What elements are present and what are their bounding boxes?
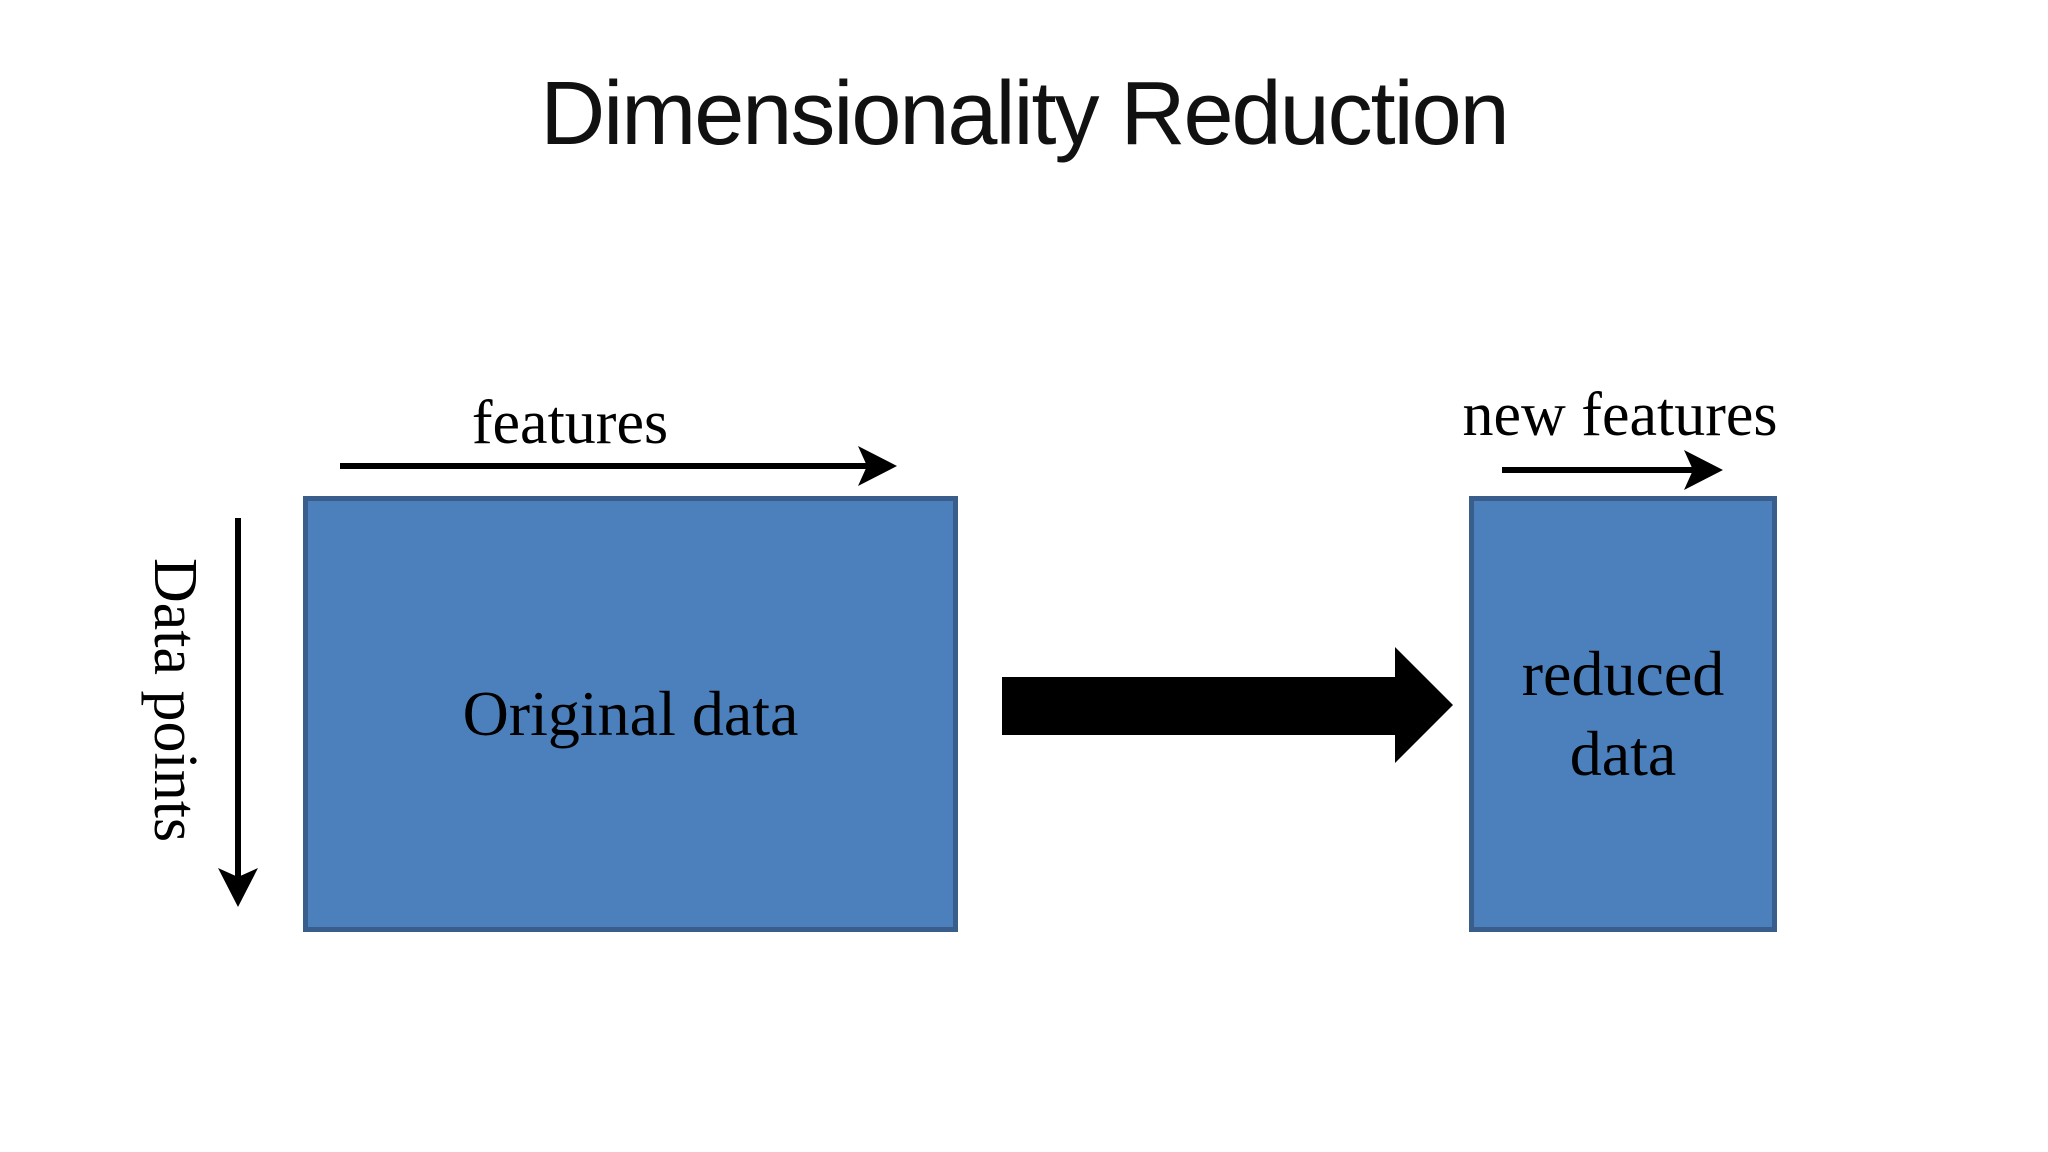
original-data-box: Original data [303, 496, 958, 932]
page-title: Dimensionality Reduction [540, 64, 1510, 164]
transform-arrow-icon [1002, 647, 1453, 763]
new-features-axis-label: new features [1462, 381, 1778, 449]
new-features-arrow-icon [1502, 450, 1723, 490]
original-data-box-label: Original data [462, 678, 799, 749]
data-points-axis-label: Data points [141, 558, 209, 843]
features-axis-label: features [471, 389, 669, 457]
data-points-arrow-icon [218, 518, 258, 907]
reduced-data-box-label: reduced data [1521, 638, 1725, 789]
reduced-data-box: reduced data [1469, 496, 1777, 932]
